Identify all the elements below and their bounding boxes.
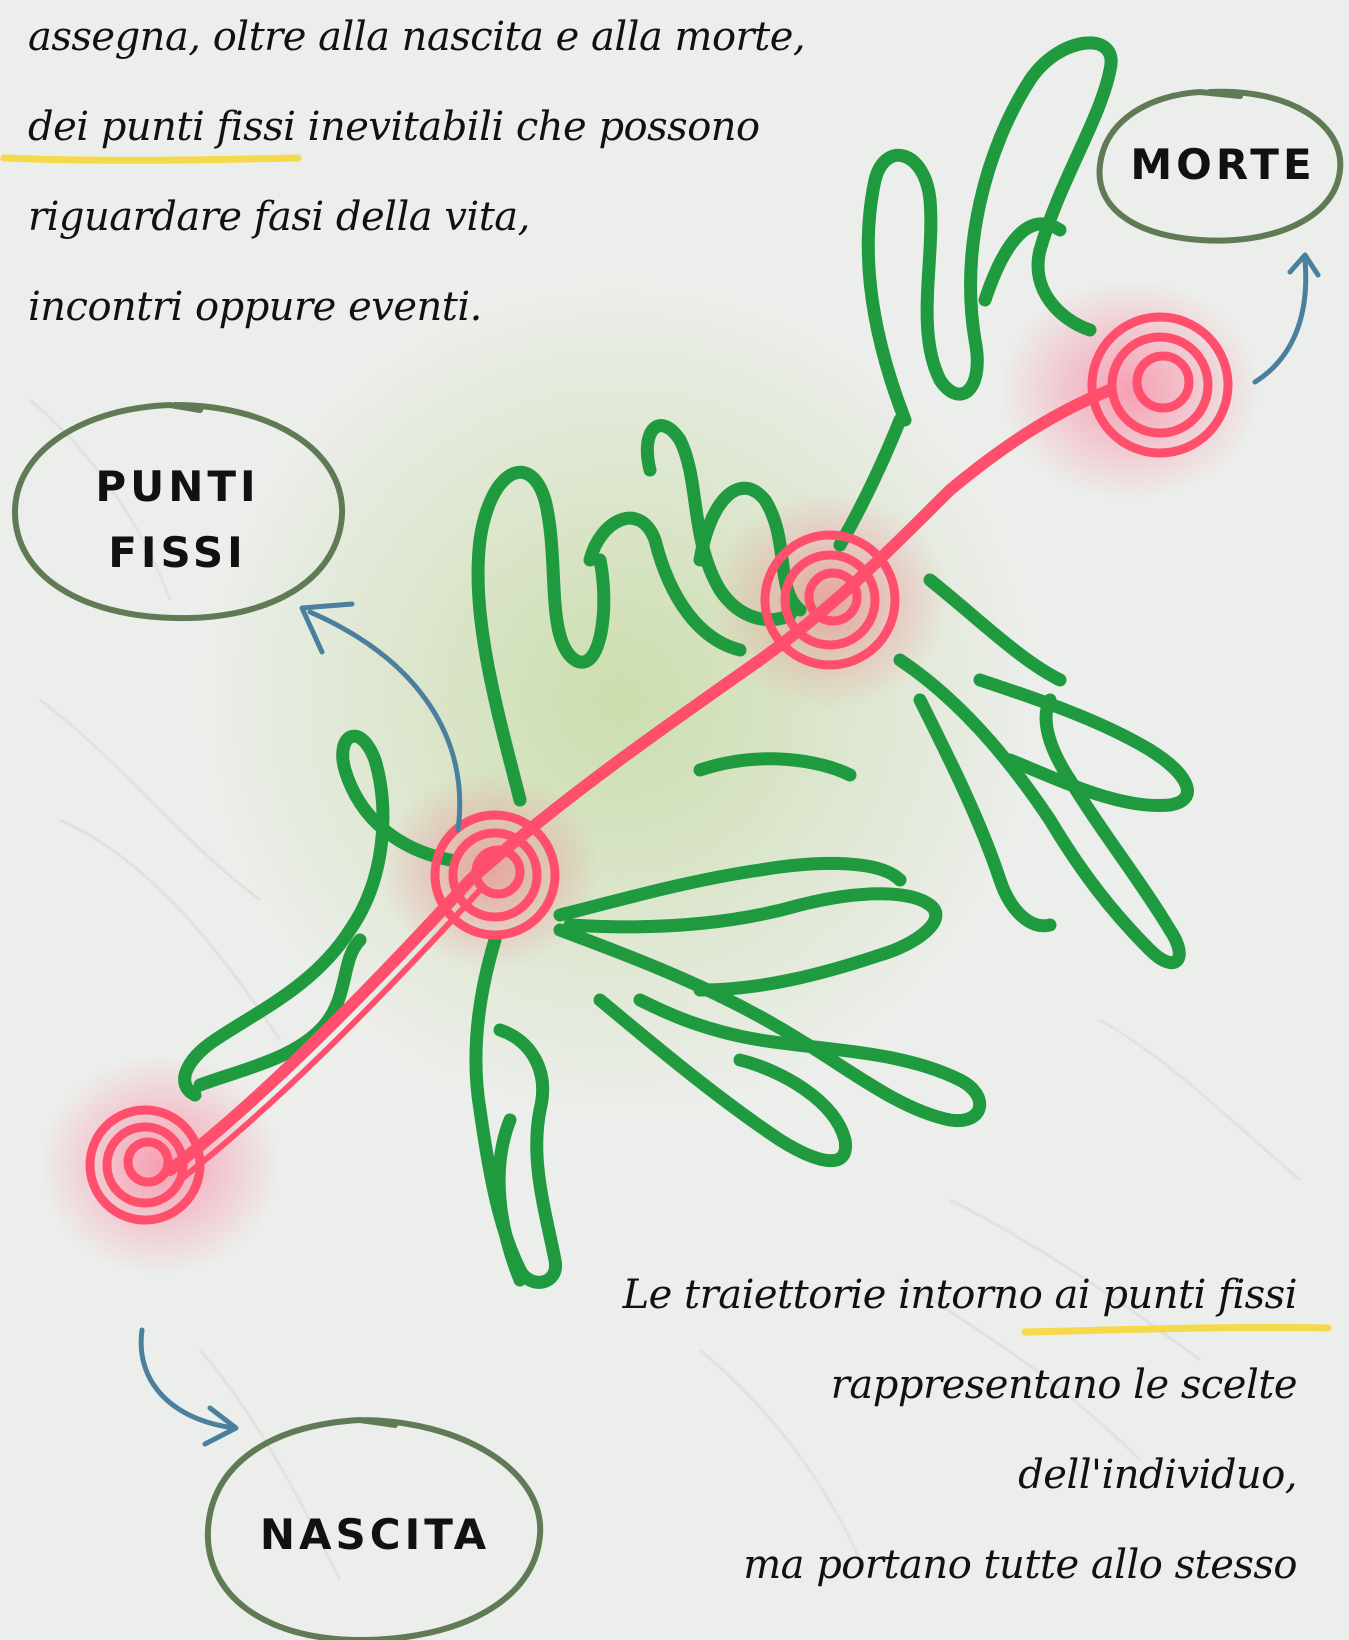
- closing-line-3: dell'individuo,: [623, 1430, 1297, 1520]
- arrow-to-morte: [1255, 260, 1306, 382]
- intro-line-2: dei punti fissi inevitabili che possono: [28, 82, 805, 172]
- closing-line-1: Le traiettorie intorno ai punti fissi: [623, 1250, 1297, 1340]
- punti-fissi-label-line2: FISSI: [60, 528, 295, 577]
- closing-line-2: rappresentano le scelte: [623, 1340, 1297, 1430]
- intro-text: assegna, oltre alla nascita e alla morte…: [28, 0, 805, 352]
- intro-line-3: riguardare fasi della vita,: [28, 172, 805, 262]
- nascita-label: NASCITA: [230, 1510, 520, 1559]
- closing-line-4: ma portano tutte allo stesso: [623, 1520, 1297, 1610]
- intro-line-1: assegna, oltre alla nascita e alla morte…: [28, 0, 805, 82]
- trajectory-lower-2: [499, 1120, 520, 1280]
- punti-fissi-label-line1: PUNTI: [60, 462, 295, 511]
- intro-line-4: incontri oppure eventi.: [28, 262, 805, 352]
- morte-label: MORTE: [1118, 140, 1328, 189]
- closing-text: Le traiettorie intorno ai punti fissi ra…: [623, 1250, 1297, 1610]
